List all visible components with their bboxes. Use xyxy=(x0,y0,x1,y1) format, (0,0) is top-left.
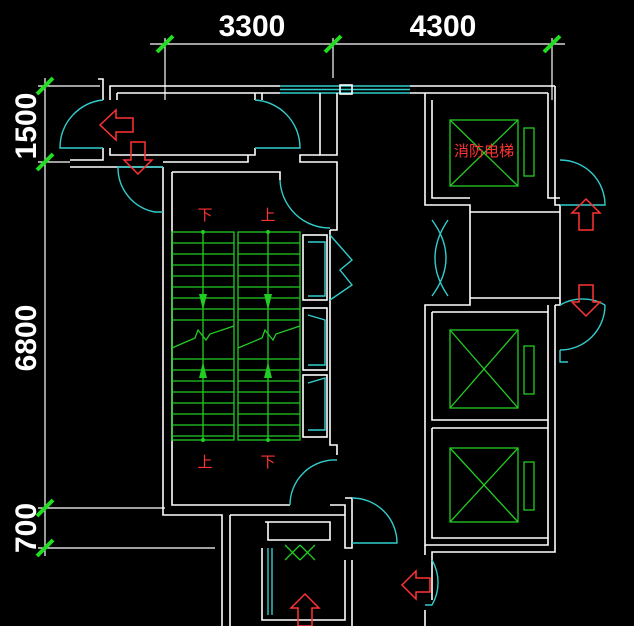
dimension-label-6800: 6800 xyxy=(10,305,43,372)
stair-down-arrow xyxy=(199,294,207,310)
walkline-end-dot xyxy=(201,230,205,234)
dimension-tick xyxy=(155,34,175,54)
elevator-bottom xyxy=(449,447,535,523)
evacuation-arrow-left-icon xyxy=(98,108,134,142)
door-swing xyxy=(351,497,398,544)
elevator-car xyxy=(449,329,519,409)
elevator-cross xyxy=(449,329,519,409)
door-swing xyxy=(117,166,163,213)
elevator-counterweight xyxy=(523,127,535,177)
stair-label-up-bottom-left: 上 xyxy=(197,453,212,471)
stair-side-cabinets xyxy=(302,234,328,438)
door-swing xyxy=(329,234,354,301)
elevator-car xyxy=(449,447,519,523)
dimension-tick xyxy=(323,34,343,54)
evacuation-arrow-up-icon xyxy=(289,592,321,626)
elevator-fire: 消防电梯 xyxy=(449,119,535,187)
evacuation-arrow-up-icon xyxy=(570,197,602,231)
elevator-cross xyxy=(449,447,519,523)
evacuation-arrow-down-icon xyxy=(122,141,154,176)
elevator-counterweight xyxy=(523,461,535,511)
bottom-room-fixture xyxy=(284,544,316,561)
stair-break-line xyxy=(237,325,301,349)
stair-label-up-top-right: 上 xyxy=(260,206,275,224)
stair-up-arrow xyxy=(264,362,272,378)
dimension-tick xyxy=(35,498,55,518)
evacuation-arrows xyxy=(98,108,602,626)
dimension-tick xyxy=(542,34,562,54)
stair-up-arrow xyxy=(199,362,207,378)
cabinet xyxy=(302,307,328,371)
dimension-label-1500: 1500 xyxy=(10,93,43,160)
door-swing xyxy=(279,179,331,229)
doors xyxy=(59,99,606,615)
walkline-end-dot xyxy=(266,230,270,234)
top-dimension-chain: 3300 4300 xyxy=(150,10,565,100)
fire-elevator-label: 消防电梯 xyxy=(454,142,514,160)
dimension-label-3300: 3300 xyxy=(219,10,286,43)
walkline-end-dot xyxy=(266,438,270,442)
dimension-tick xyxy=(35,76,55,96)
elevator-cross xyxy=(449,119,519,187)
evacuation-arrow-down-icon xyxy=(570,284,602,318)
stair-label-down-bottom-right: 下 xyxy=(260,453,275,471)
cabinet xyxy=(302,374,328,438)
dimension-label-4300: 4300 xyxy=(410,10,477,43)
cabinet xyxy=(302,234,328,301)
left-dimension-chain: 1500 6800 700 xyxy=(10,76,215,558)
stair-label-down-top-left: 下 xyxy=(197,206,212,224)
stair-down-arrow xyxy=(264,294,272,310)
door-swing xyxy=(267,548,273,615)
elevator-car xyxy=(449,119,519,187)
stair-break-line xyxy=(171,325,235,349)
door-swing xyxy=(431,219,449,297)
walkline-end-dot xyxy=(201,438,205,442)
cabinet-door xyxy=(307,314,326,366)
door-swing xyxy=(254,99,301,149)
window xyxy=(280,84,410,95)
dimension-tick xyxy=(35,538,55,558)
door-swing xyxy=(59,99,104,149)
door-swing xyxy=(559,159,606,206)
door-swing xyxy=(425,559,439,606)
stair-flights xyxy=(171,230,301,442)
evacuation-arrow-left-icon xyxy=(400,569,431,601)
door-swing xyxy=(559,298,606,351)
elevator-middle xyxy=(449,329,535,409)
dimension-label-700: 700 xyxy=(10,503,43,553)
elevator-counterweight xyxy=(523,345,535,395)
door-swing xyxy=(289,459,338,506)
cabinet-door xyxy=(307,377,326,431)
dimension-tick xyxy=(35,152,55,172)
cabinet-door xyxy=(308,241,326,297)
door-swing xyxy=(559,350,568,363)
